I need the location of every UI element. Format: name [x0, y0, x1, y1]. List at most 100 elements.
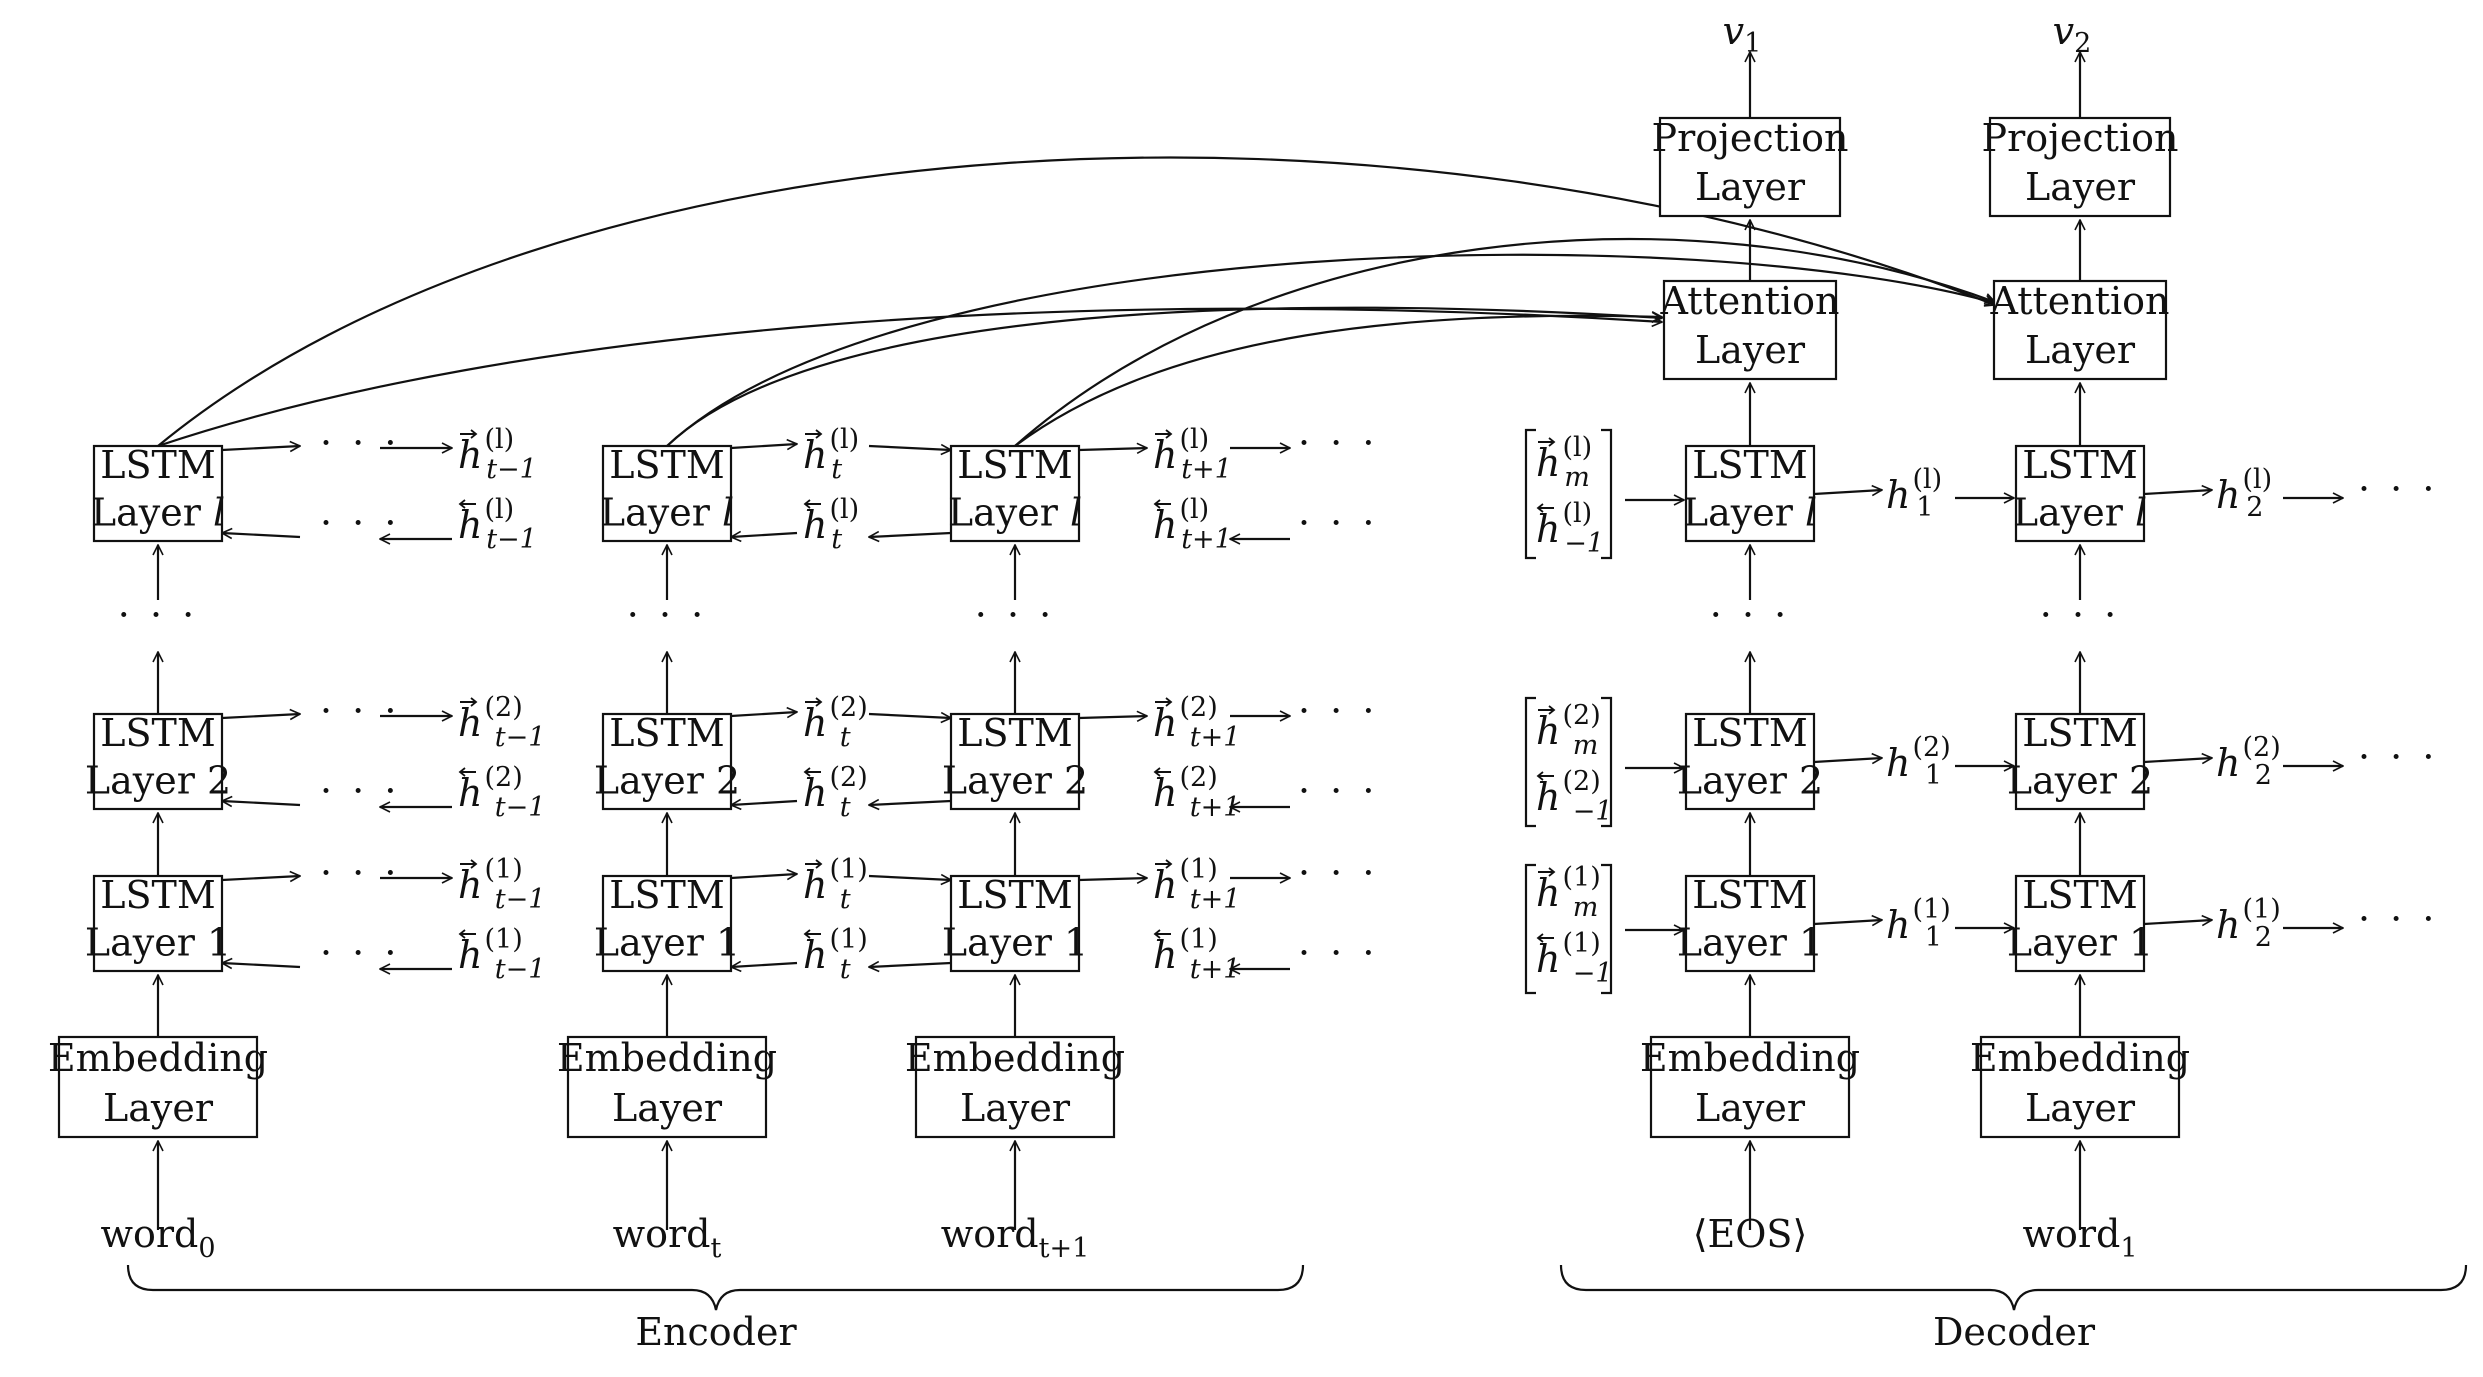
caption-encoder: Encoder — [635, 1310, 797, 1354]
enc-lstm-l-0-line-2: Layer l — [91, 491, 225, 535]
h-bwd-t-l-text: h(l)t — [803, 494, 859, 555]
h-dec-2-2: h(2)2 — [2216, 732, 2281, 791]
h-dec-2-l: h(l)2 — [2216, 464, 2272, 523]
dec-lstm-2-1-line-1: LSTM — [2022, 711, 2138, 755]
dots-enc-b0-1: · · · — [320, 931, 400, 975]
dots-enc-f1-l: · · · — [1298, 421, 1378, 465]
dots-enc-b1-2: · · · — [1298, 769, 1378, 813]
curve-enc2-att1 — [1014, 237, 1995, 447]
h-bwd-t-2-text: h(2)t — [803, 762, 868, 823]
dec-attention-1-line-1: Attention — [1989, 279, 2169, 323]
curve-enc2-att0 — [1014, 316, 1662, 447]
h-bwd-tp1-1-text: h(1)t+1 — [1153, 924, 1240, 985]
enc-r0-f0 — [221, 446, 300, 450]
dots-dec-2: · · · — [2358, 735, 2438, 779]
dec-r2-to-h2 — [2143, 920, 2212, 924]
h-init-m-2: h(2)m — [1536, 700, 1601, 761]
dec-lstm-1-1-line-2: Layer 1 — [2007, 921, 2153, 965]
h-bwd-tp1-2: h(2)t+1 — [1153, 762, 1240, 823]
dots-enc-f0-l: · · · — [320, 421, 400, 465]
h-dec-1-2: h(2)1 — [1886, 732, 1951, 791]
curve-enc0-att1 — [157, 156, 1995, 447]
dec-lstm-l-1-line-1: LSTM — [2022, 443, 2138, 487]
dec-r1-to-h2 — [2143, 758, 2212, 762]
enc-r1-f0 — [221, 714, 300, 718]
init-bracket-left-2 — [1524, 696, 1536, 828]
h-bwd-tp1-2-text: h(2)t+1 — [1153, 762, 1240, 823]
dec-lstm-2-0-line-2: Layer 2 — [1677, 759, 1823, 803]
h-fwd-t-l: h(l)t — [803, 424, 859, 485]
h-fwd-t-1-text: h(1)t — [803, 854, 868, 915]
enc-lstm-2-2-line-1: LSTM — [957, 711, 1073, 755]
h-bwd-t-2: h(2)t — [803, 762, 868, 823]
h-bwd-tm1-l: h(l)t−1 — [458, 494, 537, 555]
h-fwd-tp1-l: h(l)t+1 — [1153, 424, 1232, 485]
dec-lstm-2-1-line-2: Layer 2 — [2007, 759, 2153, 803]
h-fwd-tm1-1-text: h(1)t−1 — [458, 854, 545, 915]
dots-enc-b0-2: · · · — [320, 769, 400, 813]
dots-enc-f0-1: · · · — [320, 851, 400, 895]
dec-lstm-l-1-line-2: Layer l — [2013, 491, 2147, 535]
enc-lstm-2-0-line-1: LSTM — [100, 711, 216, 755]
h-fwd-tm1-2-text: h(2)t−1 — [458, 692, 545, 753]
edges — [158, 52, 2343, 1230]
dots-vertical-3: · · · — [1710, 593, 1790, 637]
enc-r0-b2 — [731, 533, 798, 537]
dec-lstm-1-0-line-1: LSTM — [1692, 873, 1808, 917]
init-bracket-right-l — [1601, 428, 1613, 560]
h-bwd-t-l: h(l)t — [803, 494, 859, 555]
dots-enc-f1-2: · · · — [1298, 689, 1378, 733]
dec-r1-to-h1 — [1813, 758, 1882, 762]
dots-enc-f0-2: · · · — [320, 689, 400, 733]
dots-enc-b1-l: · · · — [1298, 501, 1378, 545]
h-bwd-tm1-1-text: h(1)t−1 — [458, 924, 545, 985]
enc-embedding-2-line-1: Embedding — [905, 1036, 1125, 1080]
input-wordt1: wordt+1 — [941, 1212, 1090, 1264]
init-bracket-left-l — [1524, 428, 1536, 560]
enc-lstm-l-0-line-1: LSTM — [100, 443, 216, 487]
enc-embedding-1-line-2: Layer — [612, 1086, 723, 1130]
h-fwd-t-1: h(1)t — [803, 854, 868, 915]
h-fwd-tp1-l-text: h(l)t+1 — [1153, 424, 1232, 485]
dots-enc-f1-1: · · · — [1298, 851, 1378, 895]
h-fwd-tp1-1: h(1)t+1 — [1153, 854, 1240, 915]
enc-lstm-1-2-line-2: Layer 1 — [942, 921, 1088, 965]
enc-r2-b3 — [869, 963, 952, 967]
dec-projection-0-line-1: Projection — [1652, 116, 1849, 160]
enc-lstm-l-1-line-2: Layer l — [600, 491, 734, 535]
h-bwd-tm1-2: h(2)t−1 — [458, 762, 545, 823]
h-init-neg1-2-text: h(2)−1 — [1536, 766, 1613, 827]
curve-enc0-att0 — [157, 307, 1662, 448]
h-fwd-t-2-text: h(2)t — [803, 692, 868, 753]
dec-embedding-0-line-2: Layer — [1695, 1086, 1806, 1130]
attention-curves — [157, 156, 1995, 448]
h-init-neg1-l-text: h(l)−1 — [1536, 498, 1604, 559]
h-fwd-tp1-2: h(2)t+1 — [1153, 692, 1240, 753]
init-bracket-left-1 — [1524, 863, 1536, 995]
h-init-m-1-text: h(1)m — [1536, 862, 1601, 923]
encoder-brace — [126, 1264, 1305, 1311]
dec-embedding-1-line-2: Layer — [2025, 1086, 2136, 1130]
input-word1: word1 — [2022, 1212, 2137, 1264]
dec-lstm-1-1-line-1: LSTM — [2022, 873, 2138, 917]
dec-lstm-2-0-line-1: LSTM — [1692, 711, 1808, 755]
enc-r0-f2b — [868, 446, 951, 450]
enc-r0-f2 — [730, 444, 797, 448]
h-bwd-tm1-1: h(1)t−1 — [458, 924, 545, 985]
dots-vertical-0: · · · — [118, 593, 198, 637]
enc-r2-f2b — [868, 876, 951, 880]
enc-lstm-2-1-line-2: Layer 2 — [594, 759, 740, 803]
caption-decoder: Decoder — [1933, 1310, 2096, 1354]
